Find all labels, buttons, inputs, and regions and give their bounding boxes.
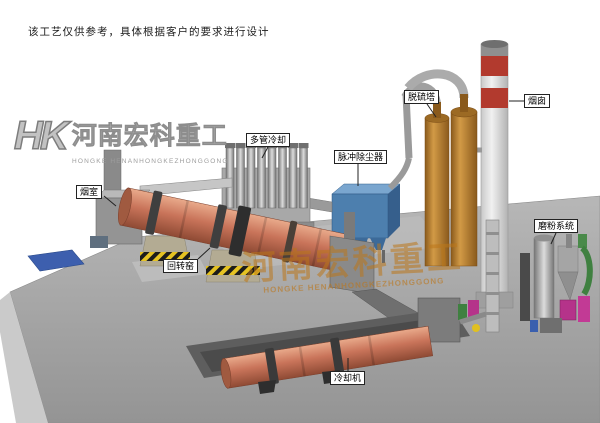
- blue-panel: [27, 249, 85, 272]
- company-logo: HK 河南宏科重工 HONGKE HENANHONGKEZHONGGONG: [13, 114, 229, 166]
- logo-caption: HONGKE HENANHONGKEZHONGGONG: [72, 158, 229, 165]
- logo-hk-mark: HK: [13, 114, 69, 158]
- disclaimer-text: 该工艺仅供参考，具体根据客户的要求进行设计: [28, 26, 270, 38]
- leader-lines: [103, 100, 557, 371]
- label-desulfurization-tower: 脱硫塔: [404, 90, 440, 104]
- label-multi-tube-cooler: 多管冷却: [246, 133, 291, 147]
- label-grinding-system: 磨粉系统: [534, 219, 579, 233]
- cooling-machine-body: [220, 325, 434, 389]
- label-rotary-kiln: 回转窑: [163, 259, 199, 273]
- cooler-discharge-structure: [417, 297, 487, 343]
- desulfurization-towers: [424, 94, 478, 267]
- logo-company-name: 河南宏科重工: [71, 121, 228, 150]
- kiln-support-piers: [139, 235, 261, 283]
- label-chimney: 烟囱: [524, 94, 551, 108]
- label-smoke-chamber: 烟室: [76, 185, 103, 199]
- bucket-elevator: [485, 219, 500, 333]
- label-cooling-machine: 冷却机: [330, 371, 366, 385]
- label-pulse-dust-collector: 脉冲除尘器: [334, 150, 388, 164]
- grinding-system-unit: [520, 234, 593, 333]
- rotary-kiln-body: [118, 187, 356, 274]
